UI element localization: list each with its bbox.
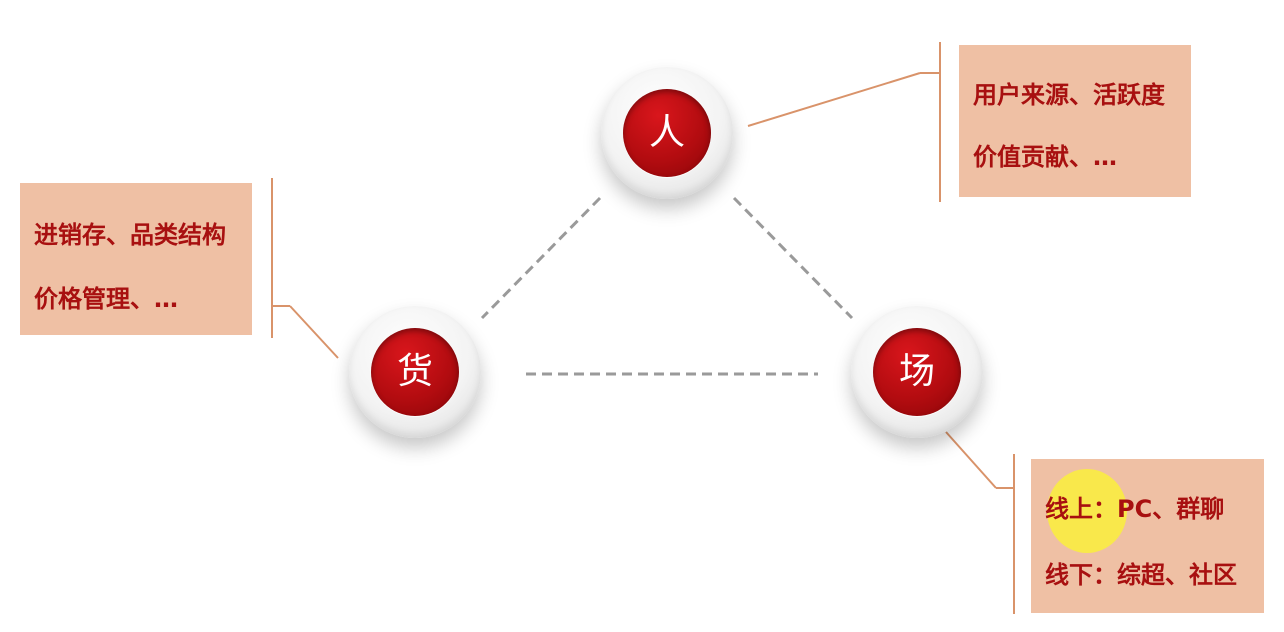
box-people-line1: 用户来源、活跃度 [973,81,1165,109]
node-goods: 货 [349,306,481,438]
connector-people [747,72,921,127]
node-goods-label: 货 [371,328,459,416]
dashed-edge-people-goods [480,196,602,320]
box-goods-line2: 价格管理、… [34,285,178,313]
box-venue: 线上：PC、群聊 线下：综超、社区 [1031,459,1264,613]
box-people-line2: 价值贡献、… [973,143,1117,171]
box-venue-line1: 线上：PC、群聊 [1045,495,1225,523]
node-people: 人 [601,67,733,199]
node-venue-label: 场 [873,328,961,416]
node-people-label: 人 [623,89,711,177]
box-people: 用户来源、活跃度 价值贡献、… [959,45,1191,197]
connector-goods [289,305,339,359]
node-venue: 场 [851,306,983,438]
box-goods-line1: 进销存、品类结构 [34,221,226,249]
cursor-highlight [1047,469,1127,553]
dashed-edge-people-venue [732,196,854,320]
box-goods: 进销存、品类结构 价格管理、… [20,183,252,335]
connector-venue [945,431,997,489]
box-venue-line2: 线下：综超、社区 [1045,561,1237,589]
